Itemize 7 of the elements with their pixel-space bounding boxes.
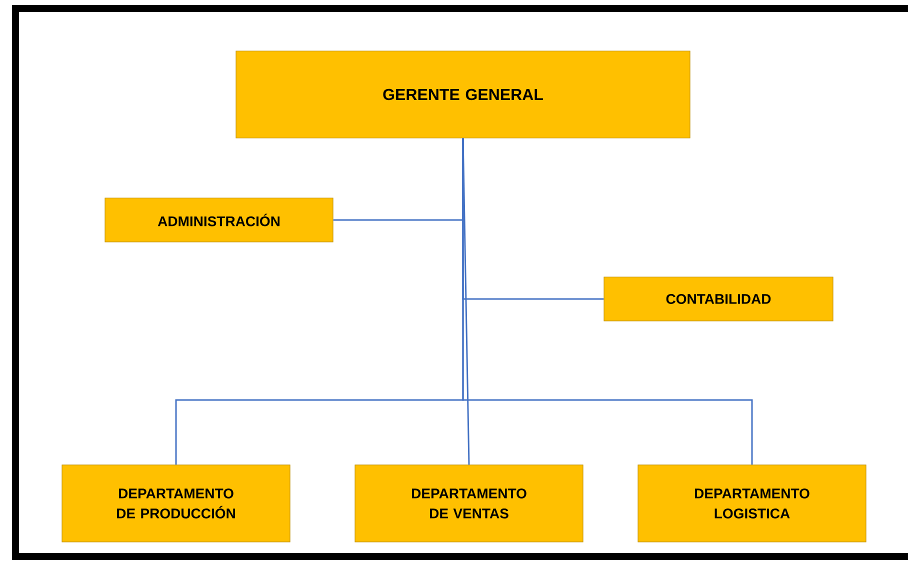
connector bbox=[462, 138, 753, 465]
department-box: DEPARTAMENTO DE PRODUCCIÓN bbox=[62, 464, 290, 542]
department-box: CONTABILIDAD bbox=[604, 276, 834, 322]
department-box: DEPARTAMENTO LOGISTICA bbox=[638, 464, 866, 542]
department-box: DEPARTAMENTO DE VENTAS bbox=[354, 464, 584, 542]
department-box: ADMINISTRACIÓN bbox=[104, 198, 334, 242]
manager-box: GERENTE GENERAL bbox=[236, 50, 690, 138]
